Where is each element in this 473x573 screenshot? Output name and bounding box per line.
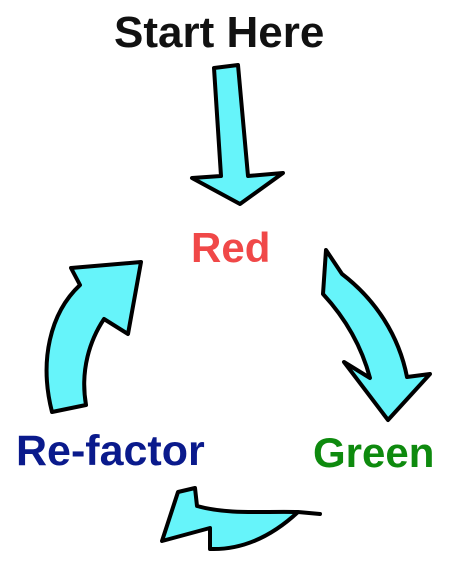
arrow-green-to-refactor (160, 486, 322, 552)
refactor-node-label: Re-factor (16, 427, 205, 475)
arrow-start-to-red (190, 63, 285, 206)
red-node-label: Red (191, 224, 271, 271)
arrow-refactor-to-red (44, 260, 143, 414)
start-here-label: Start Here (114, 8, 325, 57)
green-node-label: Green (313, 429, 435, 476)
arrow-red-to-green (321, 248, 432, 422)
